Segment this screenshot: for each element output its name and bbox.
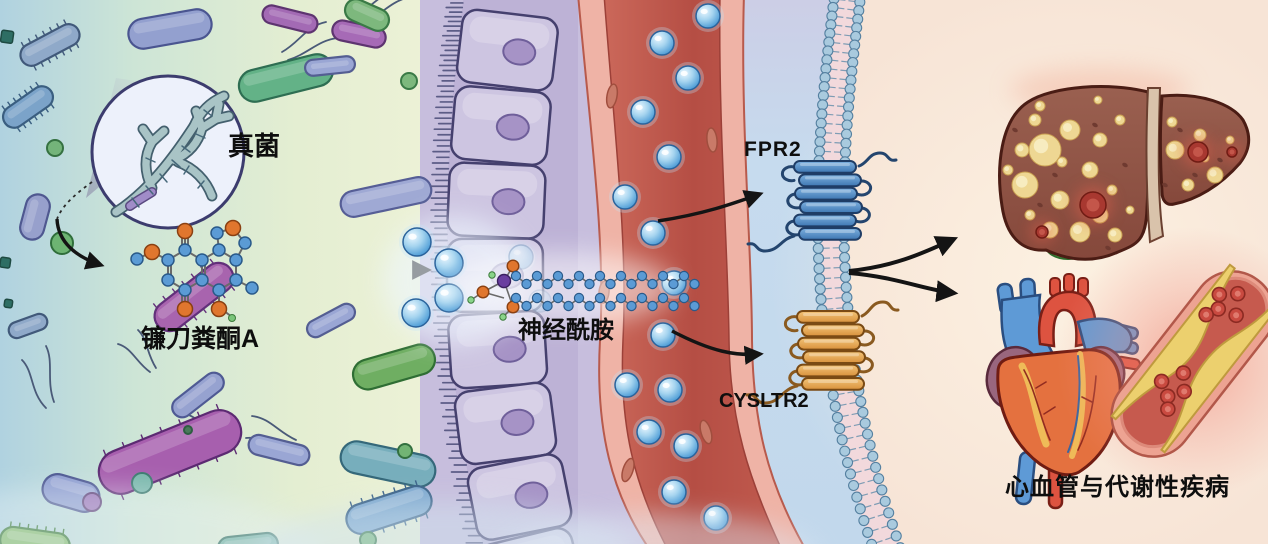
signal-arrows [657,190,959,365]
fungus-label: 真菌 [228,131,281,161]
fungus-magnifier [86,74,246,230]
ceramide-particles-in-blood [609,0,732,534]
arrow-to-heart [848,271,959,303]
cysltr2-receptor-icon [745,300,900,405]
fungus-to-toxin-arrow [55,181,105,270]
plaque-bottom [1160,298,1268,454]
ceramide-glow [445,252,675,324]
ceramide-label: 神经酰胺 [518,317,614,344]
diseases-label: 心血管与代谢性疾病 [1005,474,1230,501]
haze [0,486,322,544]
blood-vessel [577,0,804,544]
fpr2-label: FPR2 [744,138,802,161]
mycotoxin-label: 镰刀粪酮A [141,325,260,353]
atherosclerosis-vessel-illustration [1110,263,1268,458]
red-blood-cells [1153,285,1246,417]
liver-lesions [1002,95,1242,251]
mycotoxin-molecule-icon [130,219,259,322]
haze [507,513,813,544]
ceramide-molecule-icon [467,259,700,321]
fungal-hyphae-icon [110,90,235,218]
arrow-to-fpr2 [657,190,764,223]
cysltr2-label: CYSLTR2 [719,390,809,412]
fatty-liver-illustration [998,68,1251,261]
arrow-to-liver [848,236,959,273]
fpr2-receptor-icon [746,151,898,253]
arrow-to-cysltr2 [671,329,764,365]
